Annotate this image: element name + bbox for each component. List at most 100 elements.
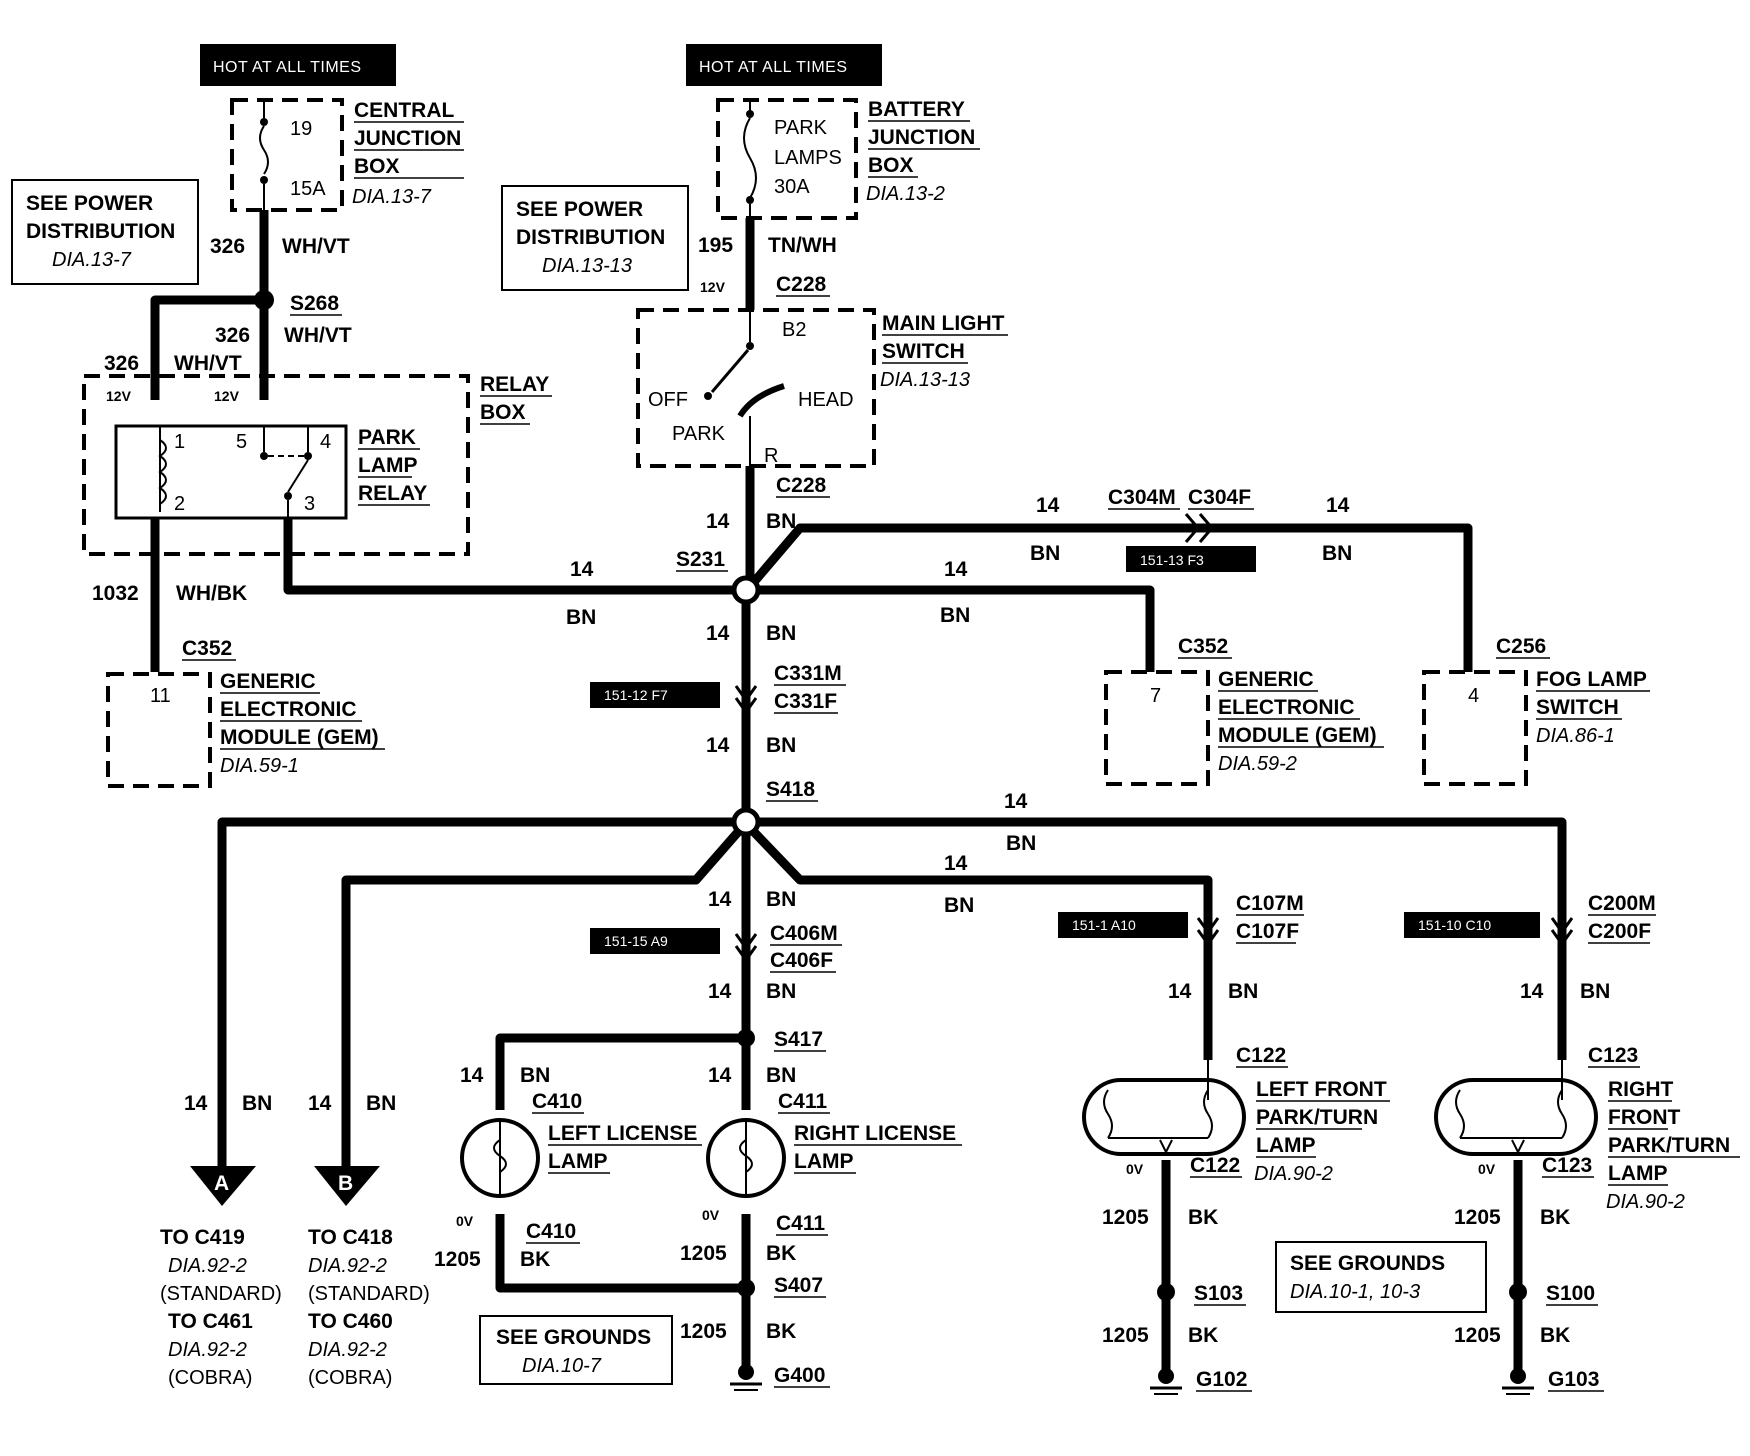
svg-text:C410: C410 [526, 1220, 576, 1243]
svg-text:DIA.10-1, 10-3: DIA.10-1, 10-3 [1290, 1281, 1420, 1303]
ref-151-12-f7: 151-12 F7 [590, 682, 720, 708]
svg-text:14: 14 [1036, 494, 1060, 517]
svg-text:R: R [764, 445, 778, 467]
svg-text:151-12 F7: 151-12 F7 [604, 687, 668, 703]
svg-text:14: 14 [460, 1064, 484, 1087]
svg-text:C331M: C331M [774, 662, 842, 685]
svg-text:RIGHT: RIGHT [1608, 1078, 1674, 1101]
splice-s100-dot [1509, 1283, 1527, 1301]
svg-text:GENERIC: GENERIC [1218, 668, 1314, 691]
svg-text:BK: BK [520, 1248, 550, 1271]
svg-text:1205: 1205 [1454, 1206, 1501, 1229]
svg-text:11: 11 [150, 685, 171, 707]
right-front-park-turn-lamp: RIGHT FRONT PARK/TURN LAMP DIA.90-2 [1434, 1060, 1740, 1213]
splice-s407: S407 [774, 1274, 823, 1297]
svg-text:BK: BK [1540, 1324, 1570, 1347]
splice-s100: S100 [1546, 1282, 1595, 1305]
svg-text:DIA.92-2: DIA.92-2 [308, 1255, 387, 1277]
svg-text:0V: 0V [1126, 1161, 1144, 1177]
svg-text:(STANDARD): (STANDARD) [160, 1283, 282, 1305]
svg-text:BN: BN [1030, 542, 1060, 565]
svg-text:1: 1 [174, 431, 185, 453]
splice-s103: S103 [1194, 1282, 1243, 1305]
svg-text:DIA.13-13: DIA.13-13 [880, 369, 970, 391]
svg-text:1032: 1032 [92, 582, 139, 605]
svg-text:SWITCH: SWITCH [1536, 696, 1619, 719]
svg-text:TO C460: TO C460 [308, 1310, 393, 1333]
svg-text:14: 14 [706, 622, 730, 645]
svg-text:DIA.90-2: DIA.90-2 [1606, 1191, 1685, 1213]
svg-text:TO C419: TO C419 [160, 1226, 245, 1249]
svg-text:(STANDARD): (STANDARD) [308, 1283, 430, 1305]
svg-text:14: 14 [706, 510, 730, 533]
svg-text:C406F: C406F [770, 949, 833, 972]
svg-text:151-13 F3: 151-13 F3 [1140, 552, 1204, 568]
gem-left: 11 GENERIC ELECTRONIC MODULE (GEM) DIA.5… [106, 670, 385, 788]
splice-s418: S418 [766, 778, 815, 801]
svg-text:MODULE (GEM): MODULE (GEM) [220, 726, 379, 749]
svg-text:BN: BN [766, 980, 796, 1003]
main-light-switch: B2 OFF HEAD PARK R MAIN LIGHT SWITCH DIA… [636, 308, 1008, 468]
svg-text:LEFT FRONT: LEFT FRONT [1256, 1078, 1387, 1101]
svg-text:SEE POWER: SEE POWER [516, 198, 643, 221]
svg-text:OFF: OFF [648, 389, 688, 411]
svg-text:GENERIC: GENERIC [220, 670, 316, 693]
svg-text:14: 14 [570, 558, 594, 581]
svg-text:LAMPS: LAMPS [774, 147, 842, 169]
svg-text:C352: C352 [182, 637, 232, 660]
splice-s417: S417 [774, 1028, 823, 1051]
right-license-lamp: RIGHT LICENSE LAMP [706, 1118, 962, 1198]
svg-text:BOX: BOX [868, 154, 914, 177]
ref-151-13-f3: 151-13 F3 [1126, 546, 1256, 572]
svg-text:C122: C122 [1236, 1044, 1286, 1067]
cjb-name-2: JUNCTION [354, 127, 461, 150]
svg-text:HOT AT ALL TIMES: HOT AT ALL TIMES [699, 59, 848, 76]
svg-text:SEE POWER: SEE POWER [26, 192, 153, 215]
see-grounds-right: SEE GROUNDS DIA.10-1, 10-3 [1275, 1241, 1487, 1313]
svg-text:FRONT: FRONT [1608, 1106, 1680, 1129]
svg-text:C123: C123 [1542, 1154, 1592, 1177]
svg-text:DIA.86-1: DIA.86-1 [1536, 725, 1615, 747]
svg-text:1205: 1205 [434, 1248, 481, 1271]
svg-text:326: 326 [210, 235, 245, 258]
svg-text:BN: BN [1580, 980, 1610, 1003]
svg-text:C411: C411 [776, 1212, 825, 1235]
svg-text:C256: C256 [1496, 635, 1546, 658]
svg-text:A: A [214, 1172, 229, 1195]
svg-text:BK: BK [766, 1242, 796, 1265]
see-power-distribution-mid: SEE POWER DISTRIBUTION DIA.13-13 [501, 185, 689, 291]
svg-text:LEFT LICENSE: LEFT LICENSE [548, 1122, 697, 1145]
svg-text:BN: BN [1006, 832, 1036, 855]
svg-text:C123: C123 [1588, 1044, 1638, 1067]
svg-text:DISTRIBUTION: DISTRIBUTION [516, 226, 665, 249]
svg-text:14: 14 [944, 558, 968, 581]
svg-text:TO C418: TO C418 [308, 1226, 393, 1249]
svg-text:30A: 30A [774, 176, 810, 198]
svg-text:326: 326 [215, 324, 250, 347]
fuse-rating: 15A [290, 178, 326, 200]
svg-text:PARK: PARK [672, 423, 726, 445]
svg-text:DIA.10-7: DIA.10-7 [522, 1355, 602, 1377]
left-front-park-turn-lamp: LEFT FRONT PARK/TURN LAMP DIA.90-2 [1082, 1060, 1390, 1185]
svg-text:BN: BN [766, 622, 796, 645]
see-grounds-left: SEE GROUNDS DIA.10-7 [479, 1315, 673, 1385]
ref-151-15-a9: 151-15 A9 [590, 928, 720, 954]
svg-text:TO C461: TO C461 [168, 1310, 253, 1333]
svg-text:14: 14 [944, 852, 968, 875]
svg-text:BN: BN [366, 1092, 396, 1115]
svg-text:LAMP: LAMP [1608, 1162, 1668, 1185]
svg-text:14: 14 [308, 1092, 332, 1115]
svg-text:FOG LAMP: FOG LAMP [1536, 668, 1647, 691]
svg-text:DIA.13-13: DIA.13-13 [542, 255, 632, 277]
svg-text:DISTRIBUTION: DISTRIBUTION [26, 220, 175, 243]
svg-text:14: 14 [708, 1064, 732, 1087]
svg-text:C352: C352 [1178, 635, 1228, 658]
splice-s418-ring [731, 807, 761, 837]
svg-text:RELAY: RELAY [480, 373, 549, 396]
hot-at-all-times-left: HOT AT ALL TIMES [200, 44, 396, 86]
svg-text:LAMP: LAMP [1256, 1134, 1316, 1157]
svg-text:5: 5 [236, 431, 247, 453]
svg-text:C331F: C331F [774, 690, 837, 713]
svg-text:BN: BN [766, 734, 796, 757]
